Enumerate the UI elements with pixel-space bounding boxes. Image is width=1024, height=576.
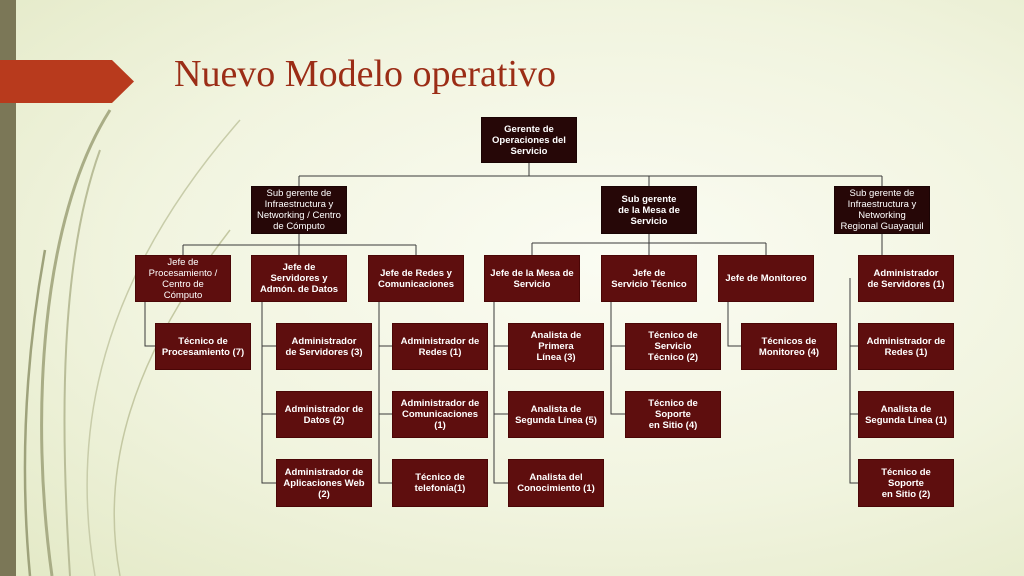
subgerente-infraestructura-box: Sub gerente de Infraestructura y Network… [251, 186, 347, 234]
analista-conocimiento-box: Analista del Conocimiento (1) [508, 459, 604, 507]
left-sidebar-bar [0, 0, 16, 576]
tecnico-procesamiento-box: Técnico de Procesamiento (7) [155, 323, 251, 370]
tecnico-soporte-sitio-box: Técnico de Soporte en Sitio (4) [625, 391, 721, 438]
jefe-monitoreo-box: Jefe de Monitoreo [718, 255, 814, 302]
admin-redes-regional-box: Administrador de Redes (1) [858, 323, 954, 370]
jefe-redes-box: Jefe de Redes y Comunicaciones [368, 255, 464, 302]
title-arrow-shape [0, 60, 134, 103]
analista-segunda-linea-regional-box: Analista de Segunda Línea (1) [858, 391, 954, 438]
admin-datos-box: Administrador de Datos (2) [276, 391, 372, 438]
gerente-operaciones-box: Gerente de Operaciones del Servicio [481, 117, 577, 163]
jefe-servidores-box: Jefe de Servidores y Admón. de Datos [251, 255, 347, 302]
tecnicos-monitoreo-box: Técnicos de Monitoreo (4) [741, 323, 837, 370]
page-title: Nuevo Modelo operativo [174, 53, 557, 95]
subgerente-regional-guayaquil-box: Sub gerente de Infraestructura y Network… [834, 186, 930, 234]
admin-redes-box: Administrador de Redes (1) [392, 323, 488, 370]
jefe-procesamiento-box: Jefe de Procesamiento / Centro de Cómput… [135, 255, 231, 302]
analista-primera-linea-box: Analista de Primera Línea (3) [508, 323, 604, 370]
jefe-mesa-servicio-box: Jefe de la Mesa de Servicio [484, 255, 580, 302]
jefe-servicio-tecnico-box: Jefe de Servicio Técnico [601, 255, 697, 302]
tecnico-soporte-sitio-regional-box: Técnico de Soporte en Sitio (2) [858, 459, 954, 507]
tecnico-telefonia-box: Técnico de telefonía(1) [392, 459, 488, 507]
admin-servidores-regional-box: Administrador de Servidores (1) [858, 255, 954, 302]
subgerente-mesa-servicio-box: Sub gerente de la Mesa de Servicio [601, 186, 697, 234]
admin-comunicaciones-box: Administrador de Comunicaciones (1) [392, 391, 488, 438]
admin-aplicaciones-web-box: Administrador de Aplicaciones Web (2) [276, 459, 372, 507]
tecnico-servicio-tecnico-box: Técnico de Servicio Técnico (2) [625, 323, 721, 370]
analista-segunda-linea-box: Analista de Segunda Línea (5) [508, 391, 604, 438]
admin-servidores-box: Administrador de Servidores (3) [276, 323, 372, 370]
